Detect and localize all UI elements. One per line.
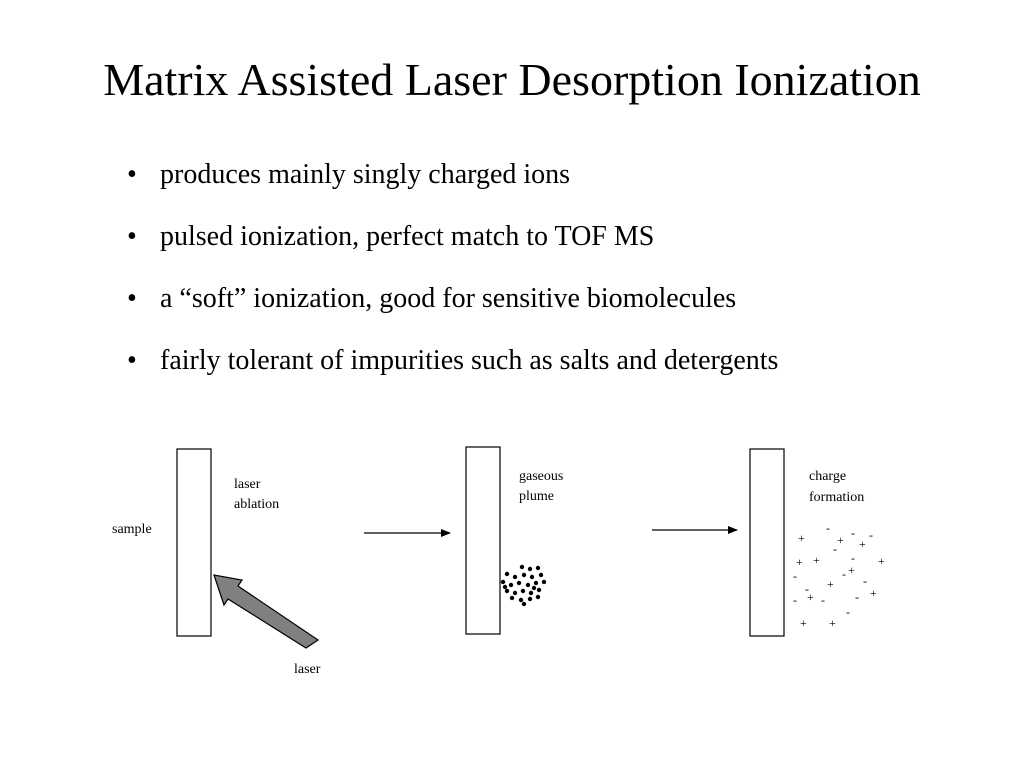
positive-charge-symbol: + bbox=[807, 590, 814, 604]
bullet-text: pulsed ionization, perfect match to TOF … bbox=[160, 221, 655, 252]
plume-particle-dot bbox=[535, 594, 541, 600]
negative-charge-symbol: - bbox=[842, 567, 846, 581]
negative-charge-symbol: - bbox=[793, 593, 797, 607]
bullet-item: • a “soft” ionization, good for sensitive… bbox=[127, 277, 778, 339]
charge-label-line2: formation bbox=[809, 490, 864, 505]
positive-charge-symbol: + bbox=[848, 563, 855, 577]
negative-charge-symbol: - bbox=[855, 590, 859, 604]
plume-particle-dot bbox=[521, 572, 527, 578]
plume-particle-dot bbox=[504, 571, 510, 577]
plume-particle-dot bbox=[533, 580, 539, 586]
bullet-text: produces mainly singly charged ions bbox=[160, 159, 571, 190]
bullet-text: a “soft” ionization, good for sensitive … bbox=[160, 283, 737, 314]
plume-particle-dot bbox=[536, 587, 542, 593]
plume-particle-dot bbox=[520, 588, 526, 594]
plume-particle-dot bbox=[525, 582, 531, 588]
bullet-item: • fairly tolerant of impurities such as s… bbox=[127, 339, 778, 401]
bullet-text: fairly tolerant of impurities such as sa… bbox=[160, 345, 779, 376]
bullet-dot: • bbox=[127, 159, 137, 190]
positive-charge-symbol: + bbox=[878, 554, 885, 568]
plume-particles bbox=[500, 564, 547, 607]
positive-charge-symbol: + bbox=[870, 586, 877, 600]
plume-particle-dot bbox=[531, 585, 537, 591]
positive-charge-symbol: + bbox=[800, 616, 807, 630]
positive-charge-symbol: + bbox=[796, 555, 803, 569]
ablation-label-line2: ablation bbox=[234, 497, 279, 512]
negative-charge-symbol: - bbox=[826, 521, 830, 535]
plume-particle-dot bbox=[541, 579, 547, 585]
bullet-dot: • bbox=[127, 221, 137, 252]
ablation-label-line1: laser bbox=[234, 477, 261, 492]
bullet-dot: • bbox=[127, 283, 137, 314]
plume-particle-dot bbox=[518, 597, 524, 603]
plume-label-line2: plume bbox=[519, 489, 554, 504]
stage-gaseous-plume: gaseous plume bbox=[465, 446, 563, 635]
bullet-dot: • bbox=[127, 345, 137, 376]
stage-laser-ablation: sample laser ablation laser bbox=[112, 448, 321, 677]
slide-title: Matrix Assisted Laser Desorption Ionizat… bbox=[103, 54, 921, 105]
plume-particle-dot bbox=[538, 572, 544, 578]
plume-label-line1: gaseous bbox=[519, 469, 563, 484]
laser-beam-arrow-icon bbox=[213, 574, 320, 649]
negative-charge-symbol: - bbox=[869, 528, 873, 542]
plume-particle-dot bbox=[508, 582, 514, 588]
sample-plate-3 bbox=[749, 448, 785, 637]
positive-charge-symbol: + bbox=[829, 616, 836, 630]
negative-charge-symbol: - bbox=[805, 582, 809, 596]
positive-charge-symbol: + bbox=[827, 577, 834, 591]
charge-label-line1: charge bbox=[809, 469, 846, 484]
negative-charge-symbol: - bbox=[846, 605, 850, 619]
plume-particle-dot bbox=[512, 574, 518, 580]
plume-particle-dot bbox=[529, 574, 535, 580]
stage-charge-formation: charge formation +-+-+--++-++--+--+---+-… bbox=[749, 448, 885, 637]
plume-particle-dot bbox=[521, 601, 527, 607]
positive-charge-symbol: + bbox=[859, 537, 866, 551]
plume-particle-dot bbox=[509, 595, 515, 601]
plume-particle-dot bbox=[502, 584, 508, 590]
plume-particle-dot bbox=[528, 590, 534, 596]
positive-charge-symbol: + bbox=[837, 533, 844, 547]
positive-charge-symbol: + bbox=[813, 553, 820, 567]
bullet-list: • produces mainly singly charged ions • pu… bbox=[127, 153, 778, 401]
plume-particle-dot bbox=[500, 579, 506, 585]
plume-particle-dot bbox=[512, 590, 518, 596]
negative-charge-symbol: - bbox=[793, 569, 797, 583]
sample-label: sample bbox=[112, 522, 152, 537]
plume-particle-dot bbox=[527, 566, 533, 572]
sample-plate-1 bbox=[176, 448, 212, 637]
plume-particle-dot bbox=[535, 565, 541, 571]
plume-particle-dot bbox=[527, 596, 533, 602]
negative-charge-symbol: - bbox=[833, 542, 837, 556]
charge-symbols: +-+-+--++-++--+--+---+-++ bbox=[793, 521, 885, 630]
bullet-item: • pulsed ionization, perfect match to TOF… bbox=[127, 215, 778, 277]
sample-plate-2 bbox=[465, 446, 501, 635]
negative-charge-symbol: - bbox=[821, 593, 825, 607]
plume-particle-dot bbox=[516, 580, 522, 586]
plume-particle-dot bbox=[519, 564, 525, 570]
bullet-item: • produces mainly singly charged ions bbox=[127, 153, 778, 215]
negative-charge-symbol: - bbox=[863, 574, 867, 588]
negative-charge-symbol: - bbox=[851, 526, 855, 540]
positive-charge-symbol: + bbox=[798, 531, 805, 545]
plume-particle-dot bbox=[504, 588, 510, 594]
negative-charge-symbol: - bbox=[851, 551, 855, 565]
laser-label: laser bbox=[294, 662, 321, 677]
